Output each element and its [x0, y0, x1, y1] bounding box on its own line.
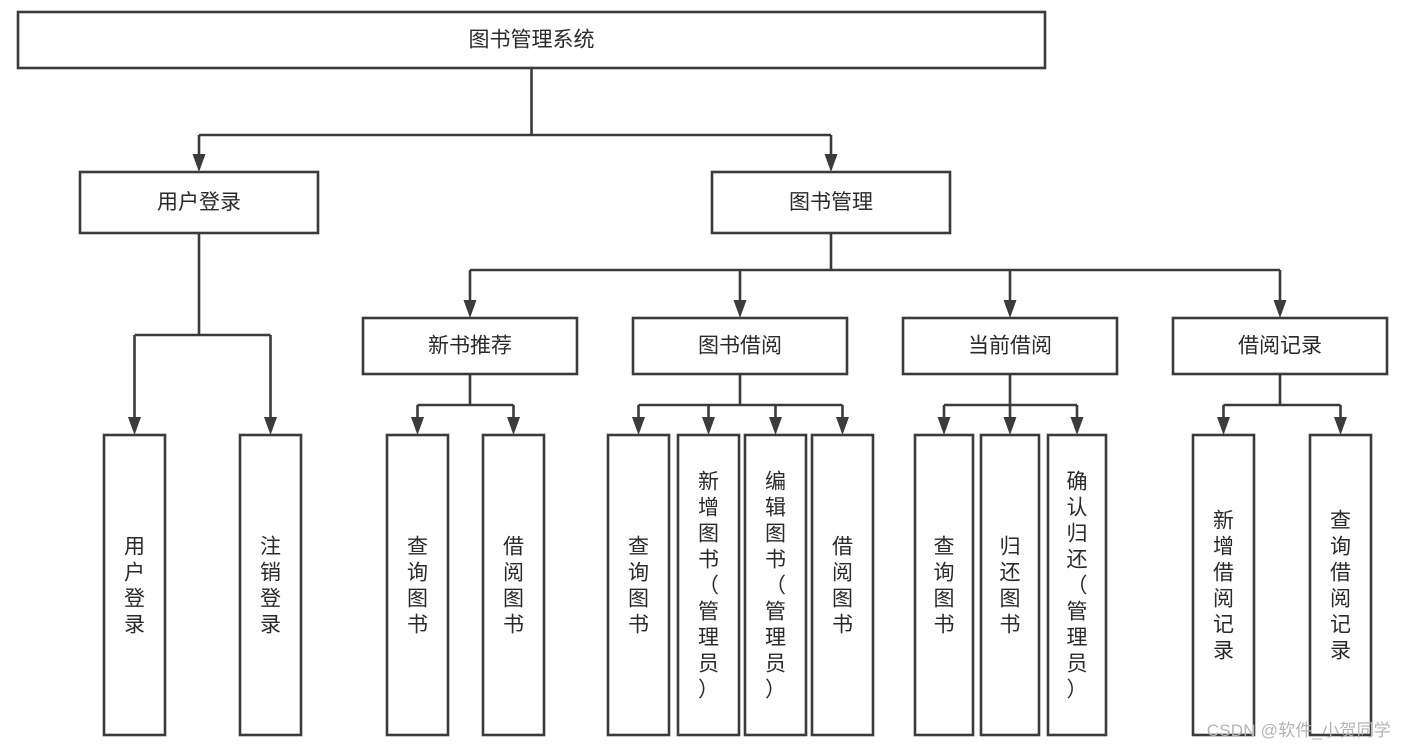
node-book-manage[interactable]: 图书管理: [710, 170, 952, 235]
node-label-leaf-confirm-return: 确认归还（管理员）: [1067, 470, 1088, 701]
node-box-leaf-user-login: [102, 433, 167, 737]
node-leaf-query-book-2[interactable]: 查询图书: [606, 433, 671, 737]
node-box-borrow-record: [1171, 316, 1389, 376]
arrow-leaf-add-record-head: [1217, 417, 1230, 435]
arrow-new-book-rec-head: [463, 300, 477, 318]
node-leaf-logout-login[interactable]: 注销登录: [238, 433, 303, 737]
node-box-leaf-logout-login: [238, 433, 303, 737]
node-box-user-login: [78, 170, 320, 235]
node-label-leaf-edit-book: 编辑图书（管理员）: [765, 470, 786, 701]
node-layer: 图书管理系统用户登录用户登录注销登录图书管理新书推荐查询图书借阅图书图书借阅查询…: [16, 10, 1389, 737]
node-label-leaf-query-book-2: 查询图书: [628, 535, 649, 636]
node-label-leaf-borrow-book-2: 借阅图书: [832, 535, 853, 636]
node-new-book-rec[interactable]: 新书推荐: [361, 316, 579, 376]
node-box-leaf-borrow-book-1: [481, 433, 546, 737]
node-label-book-borrow: 图书借阅: [698, 335, 782, 358]
node-leaf-confirm-return[interactable]: 确认归还（管理员）: [1046, 433, 1108, 737]
node-label-root: 图书管理系统: [469, 29, 595, 52]
node-box-leaf-return-book: [979, 433, 1041, 737]
node-leaf-return-book[interactable]: 归还图书: [979, 433, 1041, 737]
node-label-borrow-record: 借阅记录: [1238, 335, 1322, 358]
node-label-leaf-return-book: 归还图书: [1000, 535, 1021, 636]
node-label-leaf-user-login: 用户登录: [124, 535, 145, 636]
node-leaf-user-login[interactable]: 用户登录: [102, 433, 167, 737]
node-leaf-borrow-book-1[interactable]: 借阅图书: [481, 433, 546, 737]
node-box-leaf-confirm-return: [1046, 433, 1108, 737]
node-box-book-borrow: [631, 316, 849, 376]
node-box-leaf-query-record: [1308, 433, 1373, 737]
node-book-borrow[interactable]: 图书借阅: [631, 316, 849, 376]
node-label-leaf-add-record: 新增借阅记录: [1213, 509, 1234, 662]
arrow-leaf-borrow-book-2-head: [836, 417, 849, 435]
arrow-leaf-borrow-book-1-head: [507, 417, 520, 435]
node-label-leaf-query-record: 查询借阅记录: [1330, 509, 1351, 662]
node-borrow-record[interactable]: 借阅记录: [1171, 316, 1389, 376]
node-current-borrow[interactable]: 当前借阅: [901, 316, 1119, 376]
node-leaf-borrow-book-2[interactable]: 借阅图书: [810, 433, 875, 737]
node-label-new-book-rec: 新书推荐: [428, 335, 512, 358]
arrow-leaf-confirm-return-head: [1070, 417, 1084, 435]
node-box-leaf-add-book: [676, 433, 741, 737]
node-box-leaf-edit-book: [743, 433, 808, 737]
node-box-leaf-query-book-2: [606, 433, 671, 737]
node-box-leaf-query-book-1: [385, 433, 450, 737]
arrow-leaf-edit-book-head: [769, 417, 782, 435]
node-box-root: [16, 10, 1047, 70]
arrow-leaf-query-book-2-head: [632, 417, 645, 435]
node-leaf-add-book[interactable]: 新增图书（管理员）: [676, 433, 741, 737]
node-leaf-query-book-3[interactable]: 查询图书: [913, 433, 975, 737]
connector-layer: [128, 68, 1347, 435]
node-label-book-manage: 图书管理: [789, 191, 873, 214]
node-box-current-borrow: [901, 316, 1119, 376]
arrow-leaf-return-book-head: [1003, 417, 1017, 435]
arrow-borrow-record-head: [1273, 300, 1287, 318]
arrow-leaf-query-record-head: [1334, 417, 1347, 435]
node-label-leaf-borrow-book-1: 借阅图书: [503, 535, 524, 636]
node-box-leaf-borrow-book-2: [810, 433, 875, 737]
arrow-current-borrow-head: [1003, 300, 1017, 318]
arrow-book-borrow-head: [733, 300, 747, 318]
arrow-user-login-head: [192, 154, 206, 172]
arrow-leaf-query-book-3-head: [937, 417, 951, 435]
arrow-leaf-logout-login-head: [264, 417, 277, 435]
node-label-leaf-add-book: 新增图书（管理员）: [698, 470, 719, 701]
node-leaf-query-book-1[interactable]: 查询图书: [385, 433, 450, 737]
node-label-user-login: 用户登录: [157, 191, 241, 214]
node-label-leaf-query-book-1: 查询图书: [407, 535, 428, 636]
node-box-new-book-rec: [361, 316, 579, 376]
node-box-book-manage: [710, 170, 952, 235]
node-label-leaf-logout-login: 注销登录: [260, 535, 281, 636]
node-box-leaf-add-record: [1191, 433, 1256, 737]
node-box-leaf-query-book-3: [913, 433, 975, 737]
arrow-leaf-user-login-head: [128, 417, 141, 435]
node-label-leaf-query-book-3: 查询图书: [934, 535, 955, 636]
node-user-login[interactable]: 用户登录: [78, 170, 320, 235]
node-leaf-add-record[interactable]: 新增借阅记录: [1191, 433, 1256, 737]
node-leaf-edit-book[interactable]: 编辑图书（管理员）: [743, 433, 808, 737]
node-leaf-query-record[interactable]: 查询借阅记录: [1308, 433, 1373, 737]
arrow-book-manage-head: [824, 154, 838, 172]
arrow-leaf-query-book-1-head: [411, 417, 424, 435]
node-label-current-borrow: 当前借阅: [968, 335, 1052, 358]
node-root[interactable]: 图书管理系统: [16, 10, 1047, 70]
arrow-leaf-add-book-head: [702, 417, 715, 435]
